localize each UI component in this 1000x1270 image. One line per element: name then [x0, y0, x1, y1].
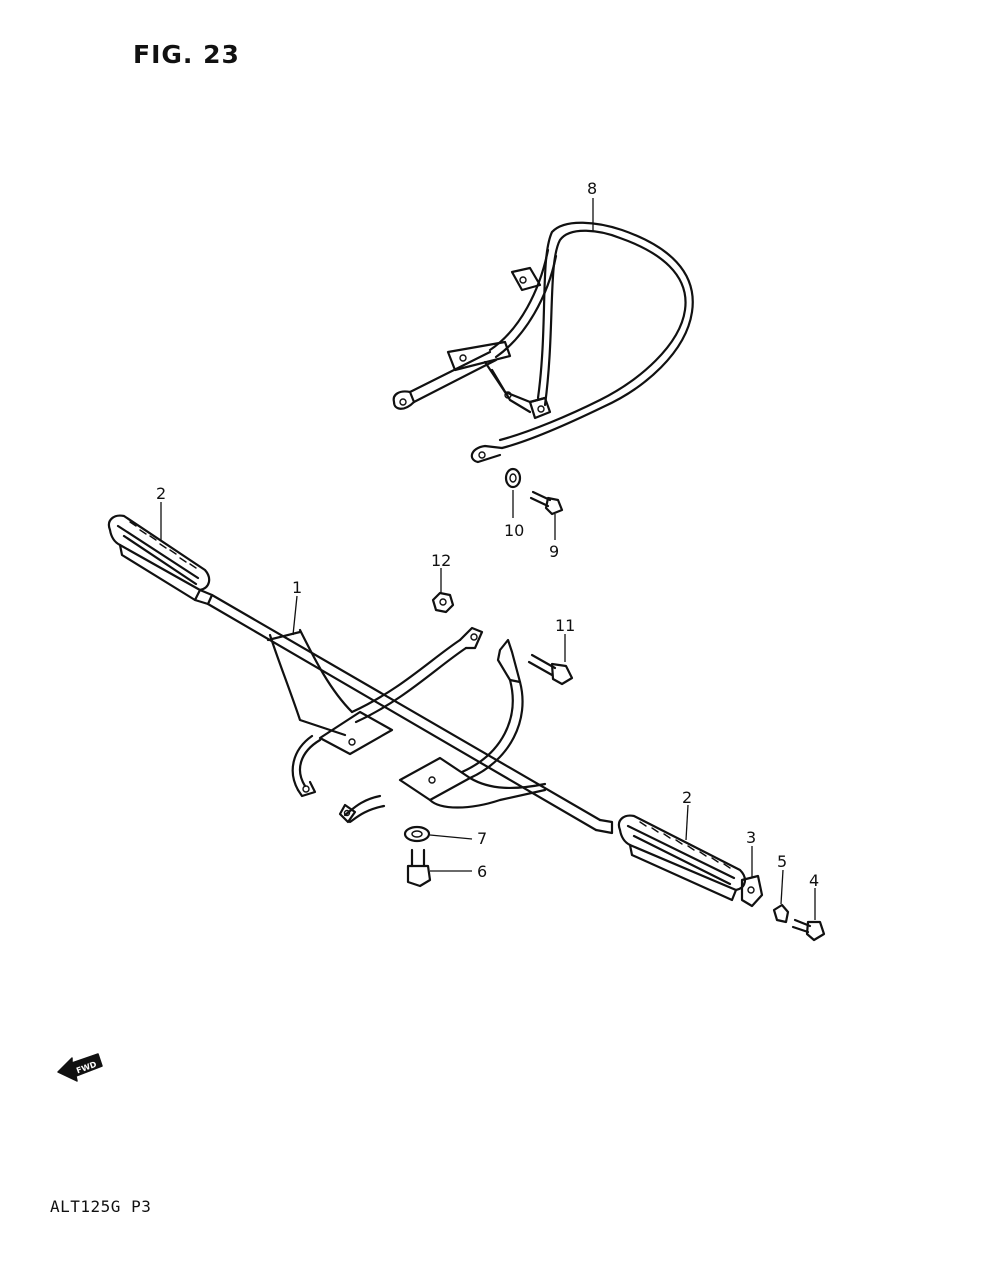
washer-part-5 — [772, 903, 790, 924]
end-plate-part-3 — [740, 874, 764, 908]
callout-8: 8 — [587, 179, 597, 198]
bolt-part-6 — [406, 848, 432, 888]
callout-4: 4 — [809, 871, 819, 890]
nut-part-12 — [431, 591, 455, 614]
callout-10: 10 — [504, 521, 524, 540]
callout-6: 6 — [477, 862, 487, 881]
callout-11: 11 — [555, 616, 575, 635]
callout-2-right: 2 — [682, 788, 692, 807]
callout-3: 3 — [746, 828, 756, 847]
figure-title: FIG. 23 — [133, 40, 240, 69]
footpeg-part-2-left — [107, 514, 214, 606]
model-code: ALT125G P3 — [50, 1197, 152, 1216]
grab-bar-part — [392, 221, 694, 464]
bolt-part-4 — [791, 918, 826, 942]
bolt-part-9 — [529, 490, 564, 516]
washer-part-10 — [504, 467, 522, 489]
callout-1: 1 — [292, 578, 302, 597]
washer-part-7 — [403, 825, 431, 843]
footrest-bar-part — [206, 593, 614, 835]
callout-5: 5 — [777, 852, 787, 871]
callout-labels: 8 2 1 12 11 10 9 2 3 5 4 7 6 — [156, 179, 819, 890]
leader-lines — [160, 198, 816, 920]
callout-7: 7 — [477, 829, 487, 848]
callout-2-left: 2 — [156, 484, 166, 503]
callout-12: 12 — [431, 551, 451, 570]
fwd-arrow-icon: FWD — [57, 1053, 103, 1082]
footpeg-part-2-right — [617, 814, 746, 902]
bolt-part-11 — [527, 653, 574, 686]
callout-9: 9 — [549, 542, 559, 561]
